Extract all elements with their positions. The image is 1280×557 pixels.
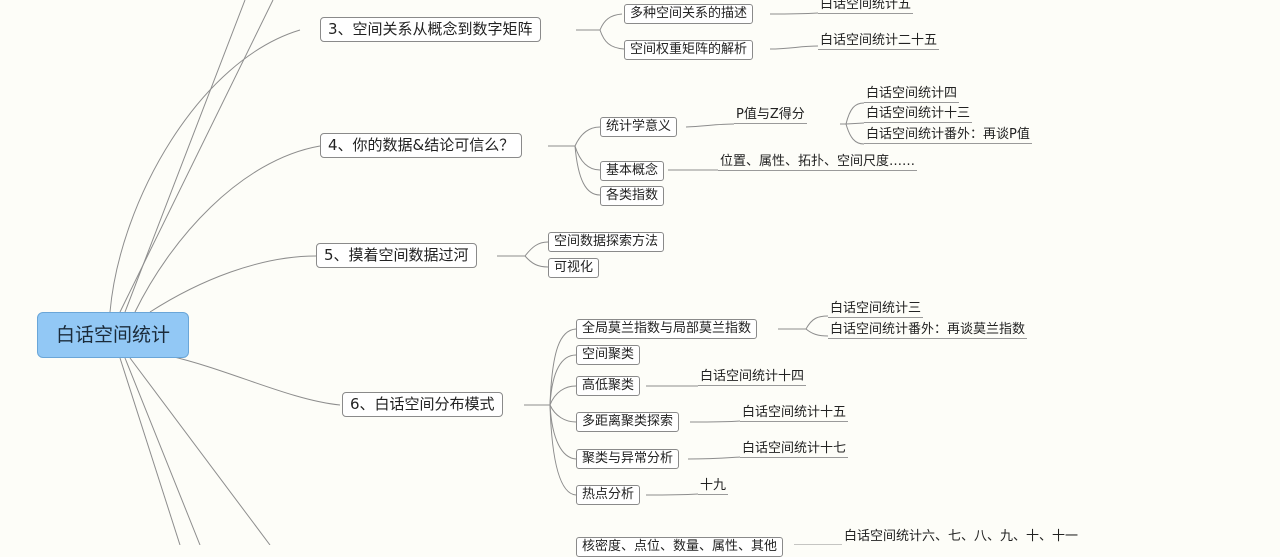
connector-t6-c3 <box>549 385 577 406</box>
topic-node-3[interactable]: 3、空间关系从概念到数字矩阵 <box>320 17 541 42</box>
connector-t3-c2 <box>599 29 625 50</box>
root-label: 白话空间统计 <box>56 324 171 346</box>
subtopic-node[interactable]: 热点分析 <box>576 485 641 505</box>
subtopic-label: 空间数据探索方法 <box>554 234 659 249</box>
subtopic-node[interactable]: 空间数据探索方法 <box>548 232 665 252</box>
leaf-label: 白话空间统计十三 <box>864 106 973 123</box>
connector-t4-c2 <box>574 145 601 171</box>
subtopic-node[interactable]: 统计学意义 <box>600 117 678 137</box>
subtopic-node[interactable]: 基本概念 <box>600 161 665 181</box>
connector-t4-c1 <box>574 126 601 147</box>
subtopic-label: 高低聚类 <box>582 378 635 393</box>
leaf-label: 白话空间统计五 <box>818 0 914 14</box>
subtopic-label: 基本概念 <box>606 163 659 178</box>
connector-t3-c1-leaf <box>769 12 819 15</box>
subtopic-node[interactable]: 多距离聚类探索 <box>576 412 680 432</box>
connector-t3-c1 <box>599 13 623 31</box>
connector-root-topic3 <box>109 29 301 313</box>
connector-t6-c6-leaf <box>645 493 699 496</box>
connector-t5-c1 <box>524 241 549 257</box>
connector-t6-c5-leaf <box>687 456 741 460</box>
connector-t4-sub-l2 <box>845 122 865 125</box>
connector-t6-c6 <box>549 404 577 496</box>
mind-map: 白话空间统计 3、空间关系从概念到数字矩阵 多种空间关系的描述 空间权重矩阵的解… <box>37 0 1079 557</box>
subtopic-label: 核密度、点位、数量、属性、其他 <box>582 539 778 554</box>
subtopic-node-partial[interactable]: 核密度、点位、数量、属性、其他 <box>576 537 784 557</box>
connector-t6-c2 <box>549 354 577 406</box>
topic-node-6[interactable]: 6、白话空间分布模式 <box>342 392 503 417</box>
sub-branch-label: P值与Z得分 <box>734 107 807 124</box>
subtopic-label: 全局莫兰指数与局部莫兰指数 <box>582 321 752 336</box>
leaf-label: 白话空间统计番外：再谈莫兰指数 <box>828 322 1028 339</box>
connector-t6-c1-l1 <box>805 315 829 330</box>
connector-t4-c3 <box>574 145 601 196</box>
connector-t6-c1-l2 <box>805 328 829 337</box>
leaf-label: 白话空间统计十四 <box>698 369 807 386</box>
leaf-label: 位置、属性、拓扑、空间尺度…… <box>718 154 918 171</box>
connector-root-top-2 <box>124 0 246 313</box>
connector-t6-c4-leaf <box>689 420 741 423</box>
connector-t6-c1 <box>549 328 577 406</box>
subtopic-label: 热点分析 <box>582 487 635 502</box>
leaf-label: 十九 <box>698 478 729 495</box>
subtopic-node[interactable]: 高低聚类 <box>576 376 641 396</box>
topic-node-4[interactable]: 4、你的数据&结论可信么？ <box>320 133 523 158</box>
topic-label: 3、空间关系从概念到数字矩阵 <box>328 20 533 38</box>
subtopic-node[interactable]: 多种空间关系的描述 <box>624 4 754 24</box>
connector-root-topic5 <box>149 255 317 313</box>
connector-t4-sub-l1 <box>845 102 865 125</box>
connector-t4-sub-l3 <box>845 123 865 145</box>
subtopic-label: 聚类与异常分析 <box>582 451 674 466</box>
topic-label: 6、白话空间分布模式 <box>350 395 495 413</box>
leaf-label: 白话空间统计十七 <box>740 441 849 458</box>
leaf-label: 白话空间统计四 <box>864 86 960 103</box>
leaf-label: 白话空间统计十五 <box>740 405 849 422</box>
subtopic-label: 空间权重矩阵的解析 <box>630 42 748 57</box>
subtopic-label: 空间聚类 <box>582 347 635 362</box>
subtopic-node[interactable]: 可视化 <box>548 258 600 278</box>
connector-t3-c2-leaf <box>769 45 819 50</box>
subtopic-label: 统计学意义 <box>606 119 672 134</box>
connector-root-topic4 <box>134 145 321 313</box>
subtopic-node[interactable]: 聚类与异常分析 <box>576 449 680 469</box>
subtopic-label: 各类指数 <box>606 188 659 203</box>
leaf-label: 白话空间统计三 <box>828 301 924 318</box>
connector-t4-c1-sub <box>685 123 735 128</box>
subtopic-label: 多距离聚类探索 <box>582 414 674 429</box>
subtopic-node[interactable]: 全局莫兰指数与局部莫兰指数 <box>576 319 758 339</box>
connector-lines <box>109 0 865 545</box>
root-node[interactable]: 白话空间统计 <box>37 312 190 358</box>
leaf-label: 白话空间统计二十五 <box>818 33 940 50</box>
subtopic-node[interactable]: 各类指数 <box>600 186 665 206</box>
connector-root-topic6 <box>169 355 341 406</box>
subtopic-node[interactable]: 空间权重矩阵的解析 <box>624 40 754 60</box>
subtopic-label: 可视化 <box>554 260 594 275</box>
subtopic-node[interactable]: 空间聚类 <box>576 345 641 365</box>
leaf-label-partial: 白话空间统计六、七、八、九、十、十一 <box>844 529 1079 544</box>
connector-t6-c4 <box>549 404 577 423</box>
subtopic-label: 多种空间关系的描述 <box>630 6 748 21</box>
topic-label: 4、你的数据&结论可信么？ <box>328 136 515 154</box>
connector-root-bottom-2 <box>119 357 181 545</box>
topic-node-5[interactable]: 5、摸着空间数据过河 <box>316 243 477 268</box>
connector-root-bottom-3 <box>129 357 271 545</box>
topic-label: 5、摸着空间数据过河 <box>324 246 469 264</box>
leaf-label: 白话空间统计番外：再谈P值 <box>864 127 1032 144</box>
connector-root-bottom-1 <box>124 357 201 545</box>
connector-t5-c2 <box>524 255 549 268</box>
